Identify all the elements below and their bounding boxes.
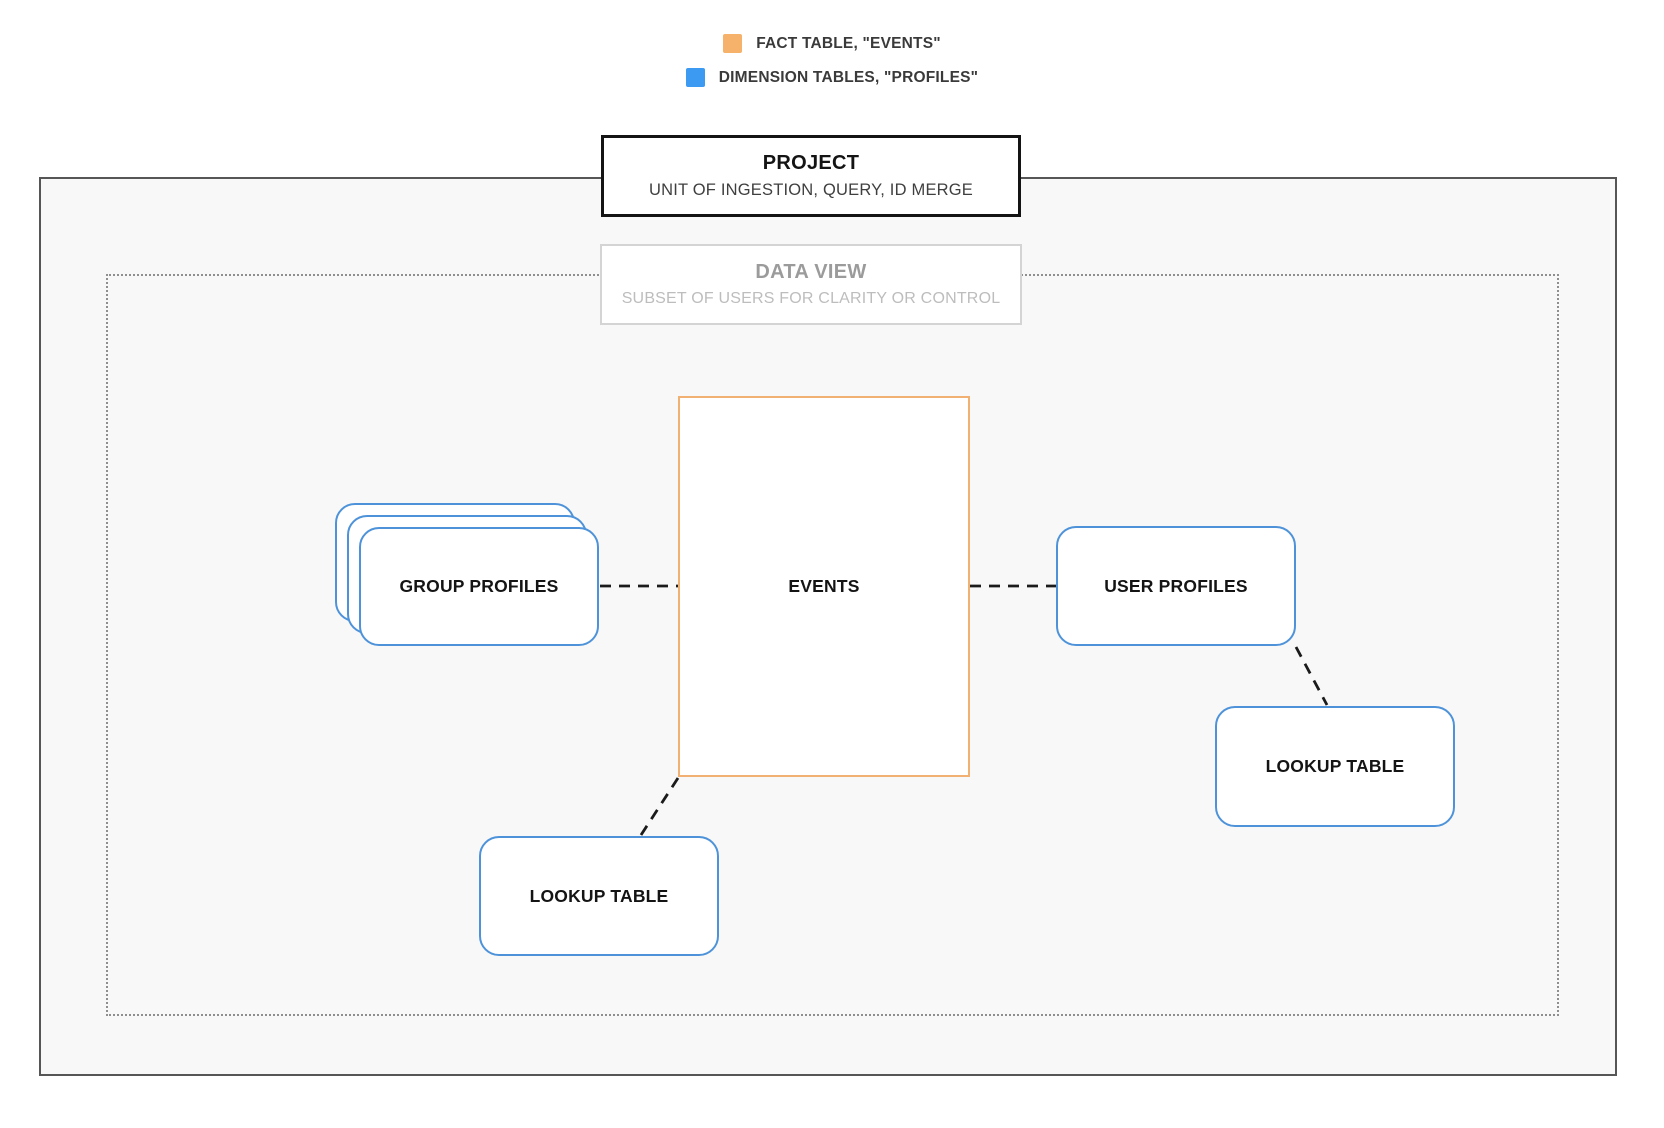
dimension-table-swatch-icon	[685, 68, 705, 87]
legend-item-fact-table: FACT TABLE, "EVENTS"	[723, 34, 941, 53]
lookup-table-left-node: LOOKUP TABLE	[479, 836, 719, 956]
project-title: PROJECT	[762, 152, 860, 174]
lookup-table-right-node: LOOKUP TABLE	[1215, 706, 1455, 827]
legend: FACT TABLE, "EVENTS" DIMENSION TABLES, "…	[0, 34, 1664, 87]
user-profiles-node: USER PROFILES	[1056, 526, 1296, 646]
legend-label-dimension-tables: DIMENSION TABLES, "PROFILES"	[718, 68, 979, 86]
data-view-header-box: DATA VIEW SUBSET OF USERS FOR CLARITY OR…	[600, 244, 1022, 325]
project-subtitle: UNIT OF INGESTION, QUERY, ID MERGE	[648, 181, 973, 199]
group-profiles-label: GROUP PROFILES	[399, 576, 559, 596]
project-header-box: PROJECT UNIT OF INGESTION, QUERY, ID MER…	[601, 135, 1021, 217]
events-label: EVENTS	[788, 576, 860, 596]
events-node: EVENTS	[678, 396, 970, 777]
lookup-table-right-label: LOOKUP TABLE	[1265, 756, 1405, 776]
legend-item-dimension-tables: DIMENSION TABLES, "PROFILES"	[685, 68, 979, 87]
legend-label-fact-table: FACT TABLE, "EVENTS"	[756, 34, 941, 52]
group-profiles-node: GROUP PROFILES	[359, 527, 599, 646]
user-profiles-label: USER PROFILES	[1104, 575, 1248, 596]
data-view-title: DATA VIEW	[755, 261, 867, 283]
data-view-subtitle: SUBSET OF USERS FOR CLARITY OR CONTROL	[621, 290, 1001, 307]
fact-table-swatch-icon	[723, 34, 743, 53]
lookup-table-left-label: LOOKUP TABLE	[529, 885, 669, 906]
